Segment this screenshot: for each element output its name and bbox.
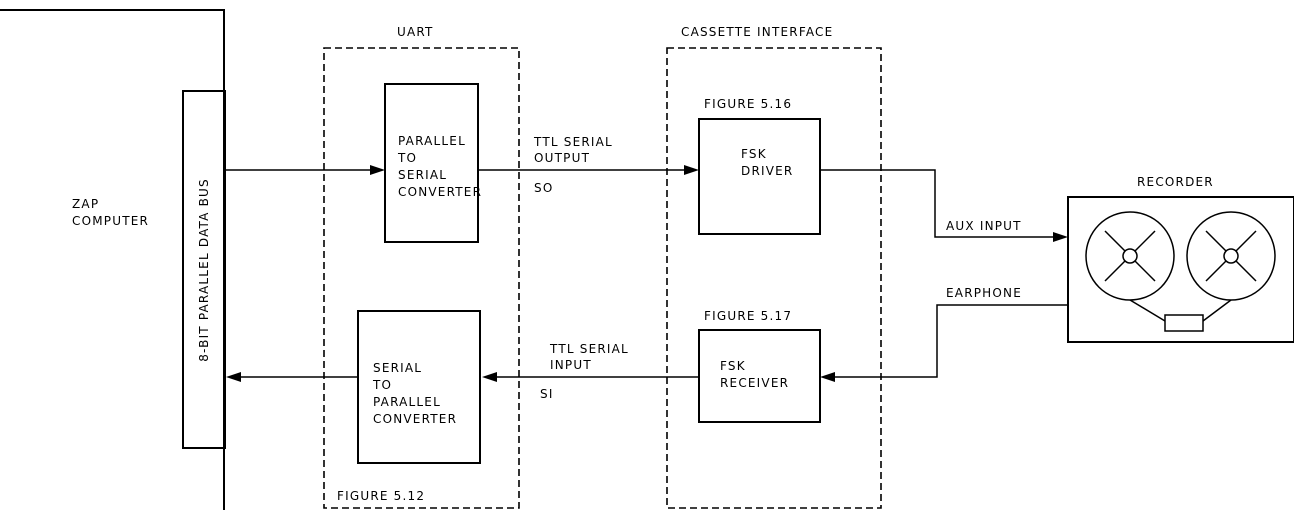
p2s-line1: PARALLEL [398, 134, 466, 148]
uart-title: UART [397, 25, 434, 39]
driver-figure-label: FIGURE 5.16 [704, 97, 792, 111]
fsk-receiver-line2: RECEIVER [720, 376, 789, 390]
left-reel-icon [1086, 212, 1174, 300]
right-reel-icon [1187, 212, 1275, 300]
ttl-serial-output-line2: OUTPUT [534, 151, 590, 165]
ttl-serial-output-line1: TTL SERIAL [533, 135, 613, 149]
cassette-boundary [667, 48, 881, 508]
computer-boundary [0, 10, 224, 510]
ttl-serial-output-signal: TTL SERIAL OUTPUT SO [478, 135, 699, 195]
uart-figure-label: FIGURE 5.12 [337, 489, 425, 503]
p2s-line2: TO [397, 151, 417, 165]
recorder-body [1068, 197, 1294, 342]
cassette-interface-group: CASSETTE INTERFACE FIGURE 5.16 FSK DRIVE… [667, 25, 881, 508]
p2s-line4: CONVERTER [398, 185, 482, 199]
uart-group: UART FIGURE 5.12 PARALLEL TO SERIAL CONV… [324, 25, 519, 508]
s2p-line4: CONVERTER [373, 412, 457, 426]
recorder: RECORDER [1068, 175, 1294, 342]
computer-label-line1: ZAP [72, 197, 99, 211]
computer-label-line2: COMPUTER [72, 214, 149, 228]
aux-input-label: AUX INPUT [946, 219, 1022, 233]
ttl-serial-input-line1: TTL SERIAL [549, 342, 629, 356]
receiver-figure-label: FIGURE 5.17 [704, 309, 792, 323]
fsk-driver-line1: FSK [741, 147, 767, 161]
earphone-signal: EARPHONE [820, 286, 1068, 382]
s2p-line2: TO [372, 378, 392, 392]
ttl-serial-input-line2: INPUT [550, 358, 592, 372]
data-bus-label: 8-BIT PARALLEL DATA BUS [197, 178, 211, 362]
bus-to-uart-arrow [225, 165, 385, 175]
aux-input-signal: AUX INPUT [820, 170, 1068, 242]
uart-to-bus-arrow [226, 372, 358, 382]
s2p-line1: SERIAL [373, 361, 422, 375]
zap-computer: ZAP COMPUTER [0, 10, 224, 510]
s2p-line3: PARALLEL [373, 395, 441, 409]
recorder-title: RECORDER [1137, 175, 1214, 189]
serial-input-code: SI [540, 387, 554, 401]
earphone-label: EARPHONE [946, 286, 1022, 300]
fsk-driver-line2: DRIVER [741, 164, 793, 178]
uart-boundary [324, 48, 519, 508]
cassette-title: CASSETTE INTERFACE [681, 25, 833, 39]
serial-output-code: SO [534, 181, 553, 195]
p2s-line3: SERIAL [398, 168, 447, 182]
fsk-receiver-line1: FSK [720, 359, 746, 373]
tape-head-icon [1130, 300, 1231, 331]
parallel-data-bus: 8-BIT PARALLEL DATA BUS [183, 91, 225, 448]
